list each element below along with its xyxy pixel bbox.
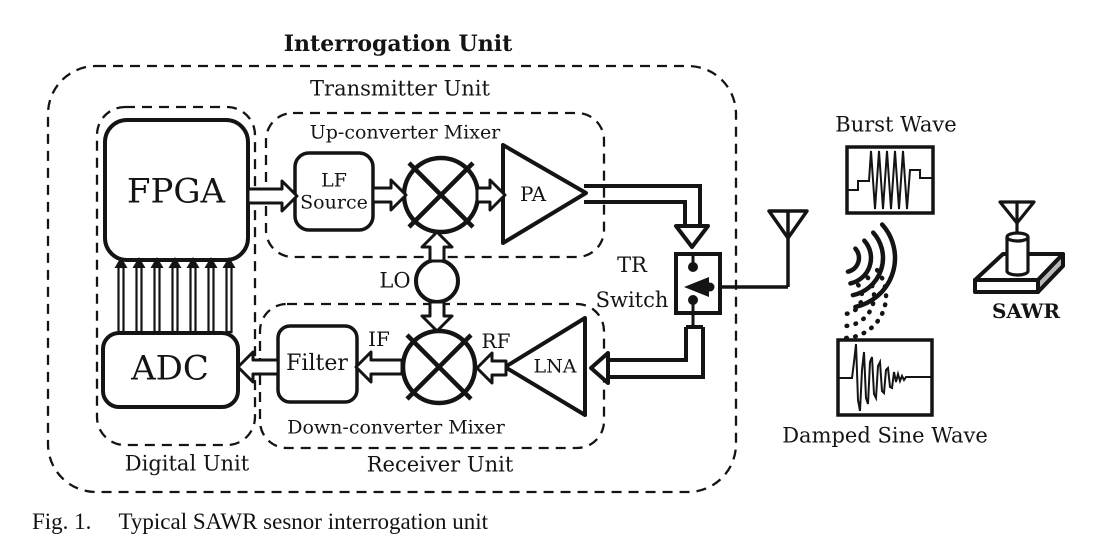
arrow-lf-to-upmixer [371,178,408,212]
lo-symbol [414,258,460,304]
burst-wave-icon [845,145,935,215]
up-converter-label: Up-converter Mixer [309,121,501,144]
figure-caption-text: Typical SAWR sesnor interrogation unit [118,509,489,534]
tx-line-pa-to-switch [584,184,710,249]
transmitter-unit-label: Transmitter Unit [310,76,490,101]
tr-switch-symbol [674,252,722,327]
arrow-lo-to-downmixer [420,300,454,333]
damped-sine-wave-label: Damped Sine Wave [782,423,988,448]
receiver-unit-label: Receiver Unit [366,452,514,477]
figure-caption-number: Fig. 1. [32,509,92,534]
fpga-label: FPGA [126,171,226,212]
digital-unit-label: Digital Unit [124,451,250,476]
radio-waves-icon [842,222,898,341]
down-converter-mixer-symbol [400,328,478,406]
antenna-icon [720,209,809,289]
rf-label: RF [481,329,511,353]
up-converter-mixer-symbol [401,155,481,235]
lf-source-label-line2: Source [300,191,368,214]
figure-caption: Fig. 1. Typical SAWR sesnor interrogation… [32,509,488,535]
lna-amplifier-symbol [503,316,587,417]
lo-label: LO [379,268,411,293]
tr-switch-label-line2: Switch [595,288,669,312]
adc-label: ADC [131,348,209,389]
down-converter-label: Down-converter Mixer [287,416,505,439]
rx-line-switch-to-lna [589,325,705,385]
if-label: IF [368,327,390,351]
burst-wave-label: Burst Wave [835,112,957,137]
pa-label: PA [519,182,547,206]
adc-box [101,331,240,409]
lna-label: LNA [533,355,577,378]
arrow-downmixer-to-filter [354,350,404,384]
arrow-lna-to-downmixer [475,351,508,385]
damped-sine-wave-icon [836,338,934,417]
sawr-label: SAWR [991,299,1061,323]
arrow-lo-to-upmixer [420,230,454,263]
interrogation-unit-boundary [46,64,738,494]
arrow-filter-to-adc [236,350,280,384]
sawr-device-icon [973,200,1065,294]
tr-switch-label: TR Switch [596,248,669,318]
adc-fpga-bus [114,257,236,334]
digital-unit-boundary [95,105,257,447]
filter-label: Filter [286,350,348,376]
tr-switch-label-line1: TR [617,253,647,277]
lf-source-label-line1: LF [321,169,347,192]
arrow-fpga-to-lf [246,179,299,213]
diagram-title: Interrogation Unit [283,30,513,57]
arrow-upmixer-to-pa [475,178,507,212]
